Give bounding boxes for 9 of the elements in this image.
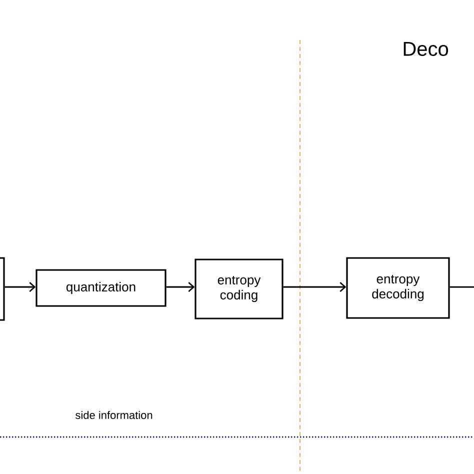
arrow (283, 282, 346, 292)
process-box: entropy coding (194, 258, 284, 320)
process-box (0, 257, 5, 321)
process-box: quantization (36, 269, 166, 307)
arrow (4, 282, 36, 292)
heading: Deco (404, 42, 448, 56)
signal-label: side information (76, 410, 152, 420)
process-box: entropy decoding (346, 257, 450, 319)
arrow (166, 282, 195, 292)
